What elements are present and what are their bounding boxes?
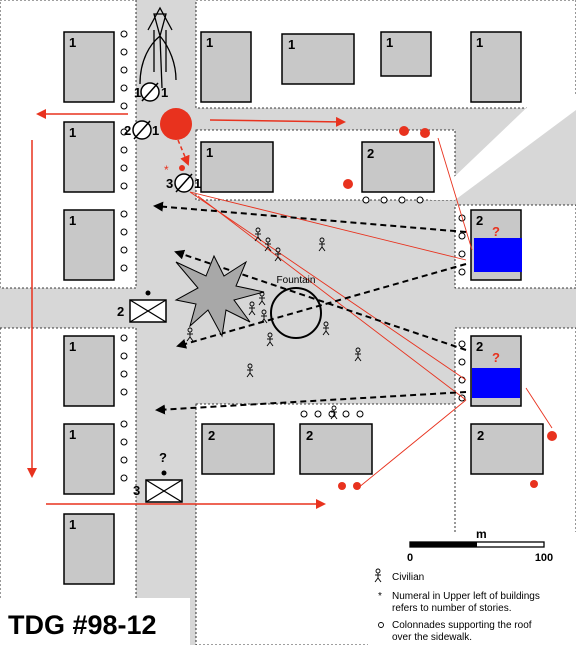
legend-civilian: Civilian (392, 572, 424, 583)
svg-text:1: 1 (69, 125, 76, 140)
svg-text:1: 1 (69, 339, 76, 354)
black-dashed-arrows (153, 201, 467, 415)
building (380, 31, 432, 77)
svg-text:2: 2 (476, 339, 483, 354)
svg-text:refers to number of stories.: refers to number of stories. (392, 603, 512, 614)
unit-symbols: 1 1 2 1 3 1 2 3 (117, 6, 201, 503)
red-markers: * (160, 108, 557, 490)
red-movement-arrows (27, 109, 346, 509)
infantry-box-2: 2 (117, 290, 167, 323)
building (361, 141, 435, 193)
building (201, 423, 275, 475)
svg-text:?: ? (492, 224, 500, 239)
building (200, 141, 274, 193)
building (63, 423, 115, 495)
svg-text:1: 1 (152, 123, 159, 138)
building (470, 31, 522, 103)
building (63, 335, 115, 407)
svg-text:2: 2 (124, 123, 131, 138)
explosion-icon (174, 254, 265, 338)
building (63, 513, 115, 585)
fountain: Fountain (270, 275, 322, 339)
svg-text:1: 1 (194, 176, 201, 191)
building (63, 121, 115, 193)
red-fire-lines (189, 137, 553, 489)
fountain-label: Fountain (277, 275, 316, 286)
unit-3: 3 1 (166, 173, 201, 193)
svg-text:1: 1 (476, 35, 483, 50)
svg-text:?: ? (159, 450, 167, 465)
building (299, 423, 373, 475)
svg-text:m: m (476, 527, 487, 541)
svg-text:1: 1 (69, 35, 76, 50)
building (281, 33, 355, 85)
svg-text:1: 1 (134, 85, 141, 100)
svg-text:1: 1 (69, 427, 76, 442)
svg-text:1: 1 (288, 37, 295, 52)
red-blast-marker (160, 108, 192, 140)
building (63, 209, 115, 281)
unit-1: 1 1 (134, 82, 168, 102)
svg-text:over the sidewalk.: over the sidewalk. (392, 632, 472, 643)
svg-text:Colonnades supporting the roof: Colonnades supporting the roof (392, 620, 532, 631)
svg-text:1: 1 (69, 517, 76, 532)
svg-text:0: 0 (407, 552, 413, 564)
svg-text:2: 2 (477, 428, 484, 443)
svg-text:2: 2 (208, 428, 215, 443)
map-title: TDG #98-12 (8, 610, 157, 640)
colonnades (120, 30, 466, 482)
svg-text:1: 1 (161, 85, 168, 100)
blue-zone (472, 368, 520, 398)
legend: Civilian * Numeral in Upper left of buil… (368, 566, 576, 645)
svg-text:2: 2 (367, 146, 374, 161)
svg-text:1: 1 (69, 213, 76, 228)
infantry-box-3: 3 ? (133, 450, 183, 503)
svg-text:2: 2 (476, 213, 483, 228)
svg-text:*: * (378, 591, 382, 602)
svg-text:3: 3 (166, 176, 173, 191)
svg-text:1: 1 (206, 35, 213, 50)
svg-text:100: 100 (535, 552, 553, 564)
svg-text:2: 2 (306, 428, 313, 443)
blue-zone (474, 238, 522, 272)
svg-text:1: 1 (206, 145, 213, 160)
building (470, 423, 544, 475)
svg-text:?: ? (492, 350, 500, 365)
svg-text:*: * (164, 163, 169, 177)
title-background (0, 598, 190, 645)
buildings: 1 1 1 1 1 1 1 1 2 2 ? 1 2 ? 1 2 2 2 (63, 31, 544, 585)
svg-text:Numeral in Upper left of build: Numeral in Upper left of buildings (392, 591, 540, 602)
svg-text:2: 2 (117, 304, 124, 319)
svg-text:3: 3 (133, 483, 140, 498)
building (63, 31, 115, 103)
building (200, 31, 252, 103)
unit-2: 2 1 (124, 120, 159, 140)
svg-text:1: 1 (386, 35, 393, 50)
